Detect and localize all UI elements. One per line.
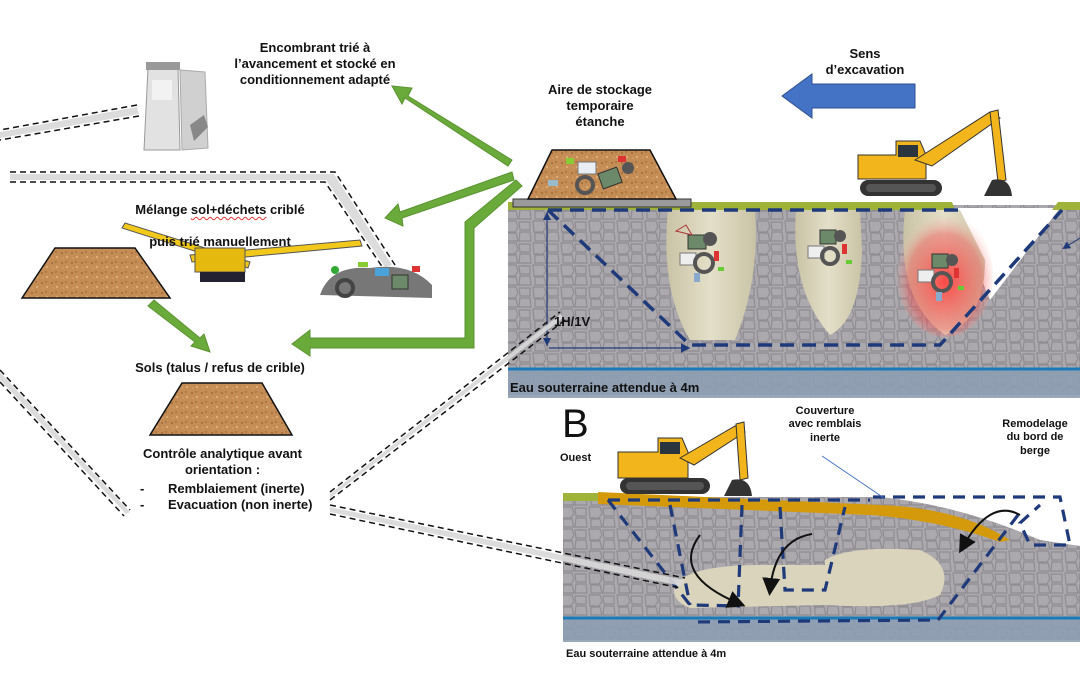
groundwater-zone [508, 368, 1080, 398]
storage-area-label: Aire de stockage temporaire étanche [547, 82, 653, 129]
cross-section-b [563, 421, 1080, 642]
cross-section-a [508, 73, 1080, 398]
arrow-to-bulky-waste [391, 85, 513, 167]
cover-inert-label: Couverture avec remblais inerte [788, 405, 862, 444]
excavation-cut [952, 208, 1060, 300]
mix-screened-label: Mélange sol+déchets criblé puis trié man… [135, 201, 305, 249]
path-to-section-a [329, 311, 566, 501]
excavation-outline [546, 208, 1064, 347]
west-label: Ouest [560, 452, 592, 464]
cover-leader-line [821, 455, 885, 499]
bulky-waste-container [143, 62, 209, 151]
screening-machine [121, 222, 363, 282]
sorted-waste-heap [320, 262, 432, 298]
arrow-to-soils-from-storage [291, 179, 523, 357]
slope-ratio-label: 1H/1V [554, 314, 591, 329]
excavator-bottom [617, 421, 752, 496]
path-top-return [10, 171, 396, 269]
screened-soil-pile [20, 247, 172, 299]
flow-arrows [147, 85, 523, 357]
bulky-waste-label: Encombrant trié à l’avancement et stocké… [234, 40, 396, 87]
excavation-outlines-b [606, 495, 1072, 624]
reshaping-arrows [690, 509, 1021, 608]
analytic-control-label: Contrôle analytique avant orientation : [143, 446, 302, 477]
groundwater-label-top: Eau souterraine attendue à 4m [510, 380, 700, 395]
waste-mass-right [825, 548, 945, 607]
excavator-top [857, 109, 1012, 196]
stored-waste-debris [548, 156, 634, 195]
arrow-to-screener [384, 171, 515, 227]
path-to-section-b [329, 504, 686, 589]
bank-reshaping-label: Remodelage du bord de berge [1002, 418, 1068, 457]
groundwater-label-bottom: Eau souterraine attendue à 4m [566, 648, 727, 660]
orientation-options: -Remblaiement (inerte) -Evacuation (non … [140, 481, 312, 514]
arrow-soil-to-analysis [147, 299, 211, 353]
excavation-direction-label: Sens d’excavation [825, 46, 905, 77]
storage-liner [512, 198, 692, 208]
path-bulky-left [0, 104, 140, 141]
soil-pile-analysis [148, 382, 294, 436]
option-backfill: -Remblaiement (inerte) [140, 481, 305, 496]
section-b-letter: B [562, 402, 589, 446]
waste-mass-left [674, 565, 825, 608]
buried-waste-debris [674, 224, 964, 301]
transfer-paths [0, 104, 686, 589]
path-left-to-analysis [0, 369, 131, 517]
soils-label: Sols (talus / refus de crible) [135, 360, 305, 375]
excavation-direction-arrow [781, 73, 916, 119]
waste-pocket-2 [795, 210, 862, 335]
inert-cover-layer [598, 492, 1010, 542]
option-evacuation: -Evacuation (non inerte) [140, 497, 313, 513]
